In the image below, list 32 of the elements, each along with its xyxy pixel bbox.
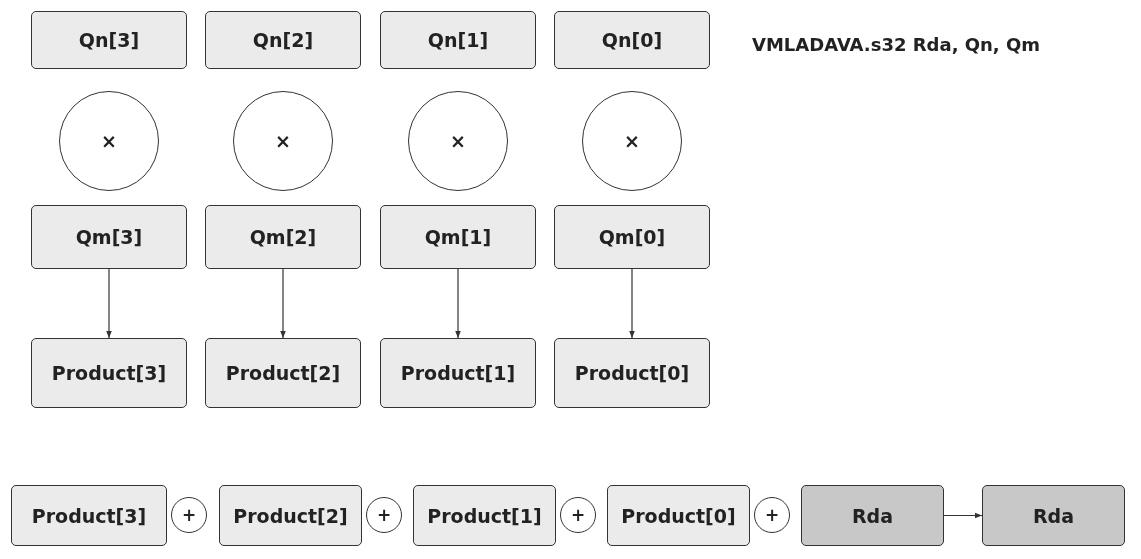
accumulator-box: Rda (982, 485, 1125, 546)
register-box: Qn[1] (380, 11, 536, 69)
register-box: Product[1] (413, 485, 556, 546)
register-box: Product[0] (554, 338, 710, 408)
multiply-operator: × (233, 91, 333, 191)
register-box: Product[3] (11, 485, 167, 546)
register-box: Product[2] (205, 338, 361, 408)
add-operator: + (171, 497, 207, 533)
register-box: Qn[3] (31, 11, 187, 69)
register-box: Qn[2] (205, 11, 361, 69)
arrow (629, 268, 635, 339)
register-box: Product[0] (607, 485, 750, 546)
register-box: Qm[3] (31, 205, 187, 269)
multiply-operator: × (582, 91, 682, 191)
multiply-operator: × (408, 91, 508, 191)
register-box: Product[3] (31, 338, 187, 408)
register-box: Product[1] (380, 338, 536, 408)
add-operator: + (560, 497, 596, 533)
add-operator: + (754, 497, 790, 533)
arrow (106, 268, 112, 339)
add-operator: + (366, 497, 402, 533)
register-box: Qm[1] (380, 205, 536, 269)
arrow (943, 512, 983, 519)
register-box: Qn[0] (554, 11, 710, 69)
arrow (280, 268, 286, 339)
register-box: Qm[2] (205, 205, 361, 269)
register-box: Qm[0] (554, 205, 710, 269)
multiply-operator: × (59, 91, 159, 191)
diagram-title: VMLADAVA.s32 Rda, Qn, Qm (752, 34, 1040, 55)
arrow (455, 268, 461, 339)
register-box: Product[2] (219, 485, 362, 546)
accumulator-box: Rda (801, 485, 944, 546)
